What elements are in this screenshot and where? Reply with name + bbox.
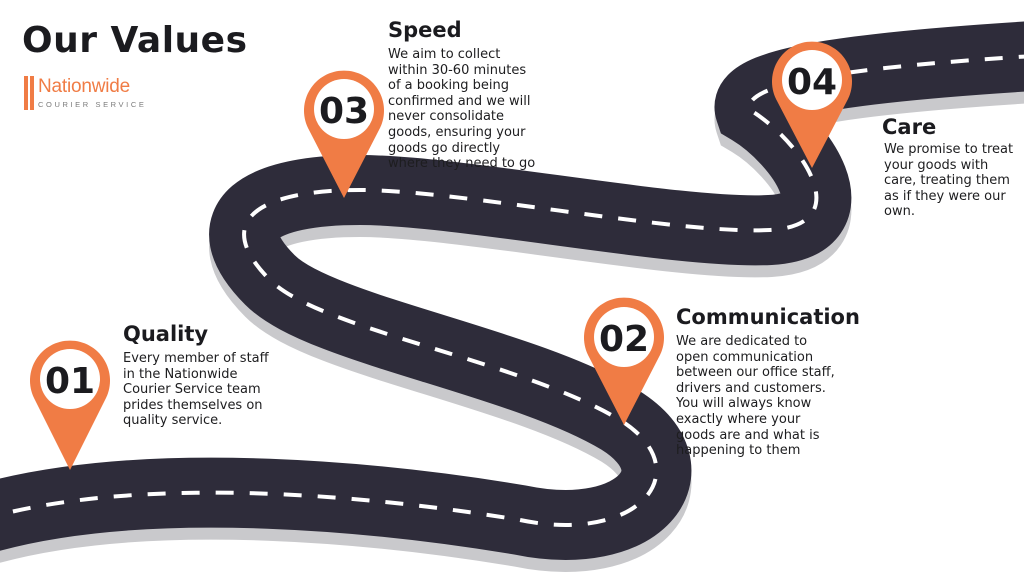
value-title-quality: Quality — [123, 322, 209, 346]
value-title-care: Care — [882, 115, 937, 139]
pin-04: 04 — [772, 41, 852, 168]
pin-02-number: 02 — [599, 319, 649, 360]
value-text-speed: We aim to collect within 30-60 minutes o… — [388, 47, 536, 172]
pin-01: 01 — [29, 340, 110, 470]
pin-02: 02 — [584, 297, 664, 425]
pin-01-number: 01 — [45, 361, 95, 402]
road-center-dashes — [0, 54, 1024, 527]
logo-name: Nationwide — [38, 76, 130, 97]
value-text-quality: Every member of staff in the Nationwide … — [123, 351, 269, 429]
page-title: Our Values — [22, 20, 248, 61]
value-title-speed: Speed — [388, 18, 462, 42]
pin-03: 03 — [304, 70, 384, 198]
logo-bar-icon-2 — [30, 76, 34, 110]
logo-bar-icon — [24, 76, 28, 110]
value-title-communication: Communication — [676, 305, 860, 329]
value-text-care: We promise to treat your goods with care… — [884, 142, 1014, 220]
pin-03-number: 03 — [319, 91, 369, 132]
logo-subtitle: COURIER SERVICE — [38, 100, 147, 109]
value-text-communication: We are dedicated to open communication b… — [676, 334, 835, 459]
company-logo: Nationwide COURIER SERVICE — [24, 76, 164, 112]
pin-04-number: 04 — [787, 62, 837, 103]
